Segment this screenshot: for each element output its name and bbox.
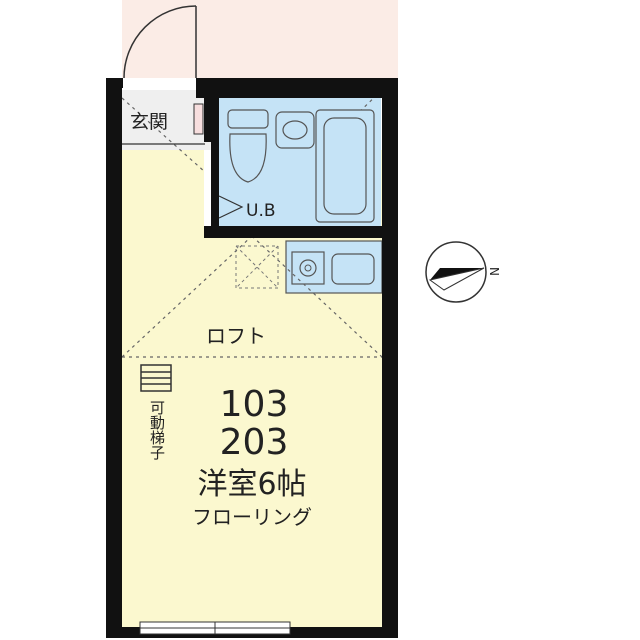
washbasin-icon — [275, 111, 315, 149]
unit-bath-label: U.B — [246, 201, 276, 221]
bath-door-icon — [218, 195, 244, 219]
entrance-label: 玄関 — [130, 111, 168, 133]
window — [139, 621, 291, 635]
compass-north-label: N — [487, 267, 501, 276]
floor-type-label: フローリング — [192, 505, 312, 529]
room-type-label: 洋室6帖 — [197, 467, 306, 502]
ladder-icon — [140, 364, 172, 392]
stove-burner-inner-icon — [304, 264, 312, 272]
toilet-icon — [227, 109, 269, 183]
shoe-cabinet — [193, 103, 204, 135]
bathtub-icon — [315, 109, 375, 223]
loft-label: ロフト — [206, 324, 266, 348]
fridge-space-marker — [235, 245, 279, 289]
room-number-2: 203 — [220, 422, 289, 463]
exterior-area — [122, 0, 398, 78]
kitchen-stove — [291, 251, 325, 285]
ladder-label: 可動梯子 — [148, 400, 166, 460]
entrance-door-icon — [123, 5, 197, 79]
stove-burner-icon — [299, 259, 317, 277]
room-number-1: 103 — [220, 384, 289, 425]
kitchen-sink-icon — [331, 253, 375, 285]
compass-icon — [425, 241, 487, 303]
